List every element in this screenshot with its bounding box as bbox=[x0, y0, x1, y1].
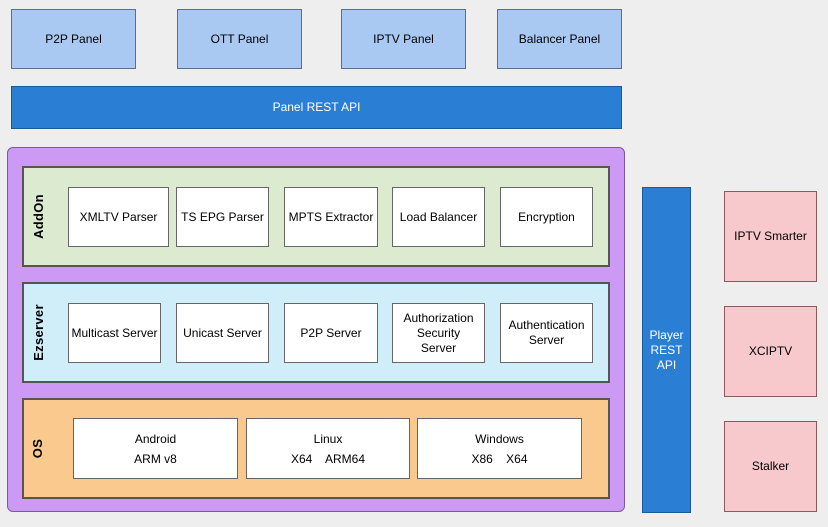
player-rest-api-bar: Player REST API bbox=[642, 187, 691, 513]
ezserver-layer-label: Ezserver bbox=[30, 304, 46, 361]
ott-panel-box: OTT Panel bbox=[177, 9, 302, 69]
addon-layer-label-area: AddOn bbox=[24, 168, 52, 265]
android-os-box: Android ARM v8 bbox=[73, 418, 238, 479]
android-name: Android bbox=[134, 431, 177, 446]
mpts-extractor-box: MPTS Extractor bbox=[284, 187, 378, 247]
os-layer-label-area: OS bbox=[24, 400, 52, 497]
iptv-panel-box: IPTV Panel bbox=[341, 9, 466, 69]
load-balancer-box: Load Balancer bbox=[392, 187, 485, 247]
addon-layer-label: AddOn bbox=[30, 194, 46, 239]
windows-name: Windows bbox=[475, 431, 524, 446]
multicast-server-box: Multicast Server bbox=[68, 303, 161, 363]
unicast-server-box: Unicast Server bbox=[176, 303, 269, 363]
xciptv-box: XCIPTV bbox=[724, 306, 817, 397]
p2p-panel-box: P2P Panel bbox=[11, 9, 136, 69]
ezserver-layer-label-area: Ezserver bbox=[24, 284, 52, 381]
panel-rest-api-bar: Panel REST API bbox=[11, 86, 622, 129]
os-layer-label: OS bbox=[30, 438, 46, 459]
linux-os-box: Linux X64 ARM64 bbox=[246, 418, 410, 479]
ts-epg-parser-box: TS EPG Parser bbox=[176, 187, 269, 247]
android-arch: ARM v8 bbox=[134, 451, 177, 466]
iptv-smarter-box: IPTV Smarter bbox=[724, 191, 817, 282]
balancer-panel-box: Balancer Panel bbox=[497, 9, 622, 69]
authentication-server-box: Authentication Server bbox=[500, 303, 593, 363]
encryption-box: Encryption bbox=[500, 187, 593, 247]
linux-arch: X64 ARM64 bbox=[290, 451, 366, 466]
linux-name: Linux bbox=[313, 431, 343, 446]
windows-os-box: Windows X86 X64 bbox=[417, 418, 582, 479]
xmltv-parser-box: XMLTV Parser bbox=[68, 187, 169, 247]
stalker-box: Stalker bbox=[724, 421, 817, 512]
authorization-security-server-box: Authorization Security Server bbox=[392, 303, 485, 363]
p2p-server-box: P2P Server bbox=[284, 303, 378, 363]
windows-arch: X86 X64 bbox=[471, 451, 528, 466]
